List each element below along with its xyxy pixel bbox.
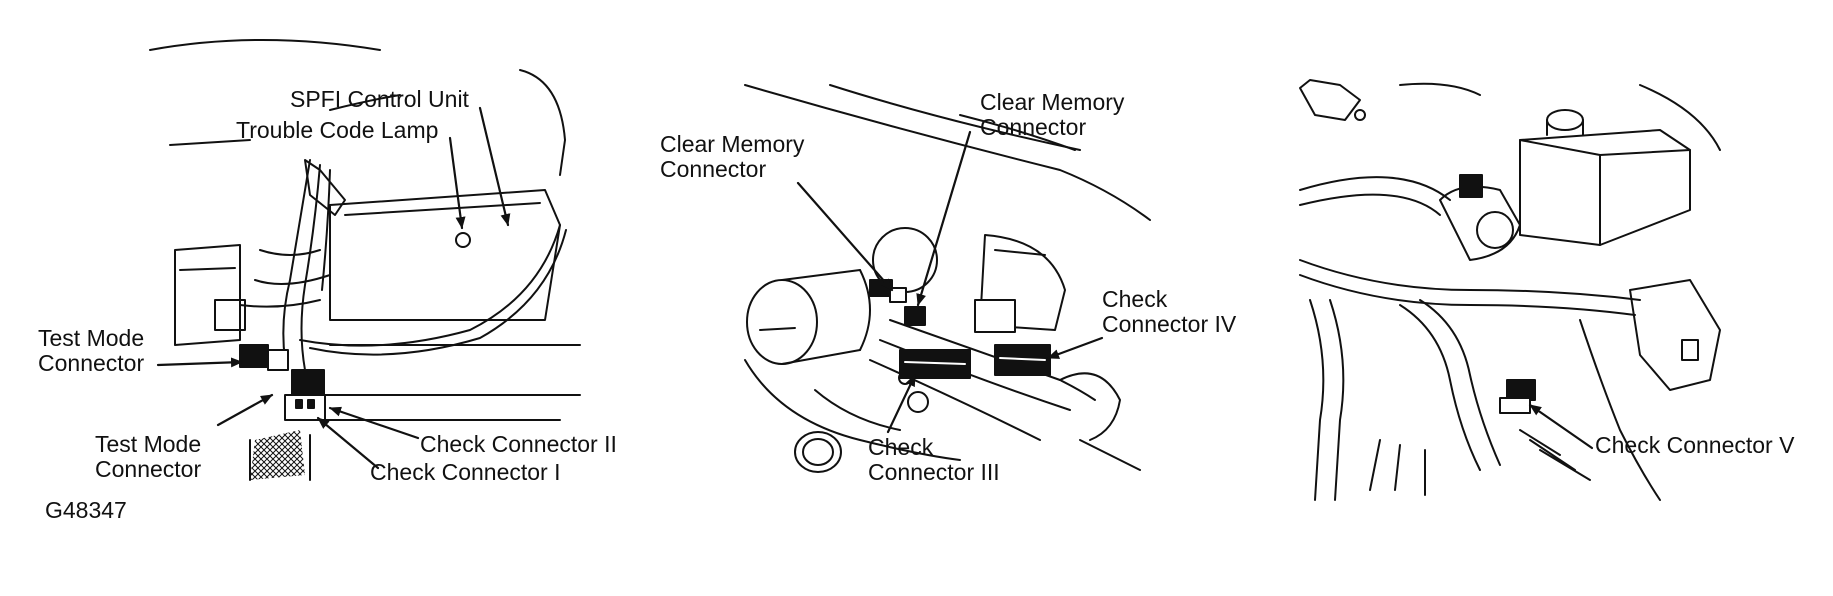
- panel-2-leaders: [796, 130, 1104, 434]
- panel-3-leaders: [1528, 403, 1594, 450]
- label-spfi-control-unit: SPFI Control Unit: [290, 86, 470, 112]
- panel-2-illustration: [744, 84, 1151, 473]
- label-check-connector-v: Check Connector V: [1595, 432, 1795, 458]
- label-clear-memory-connector-left-line2: Connector: [660, 156, 766, 182]
- label-test-mode-connector-upper-line1: Test Mode: [38, 325, 144, 351]
- label-clear-memory-connector-left-line1: Clear Memory: [660, 131, 805, 157]
- panel-1-illustration: [149, 39, 581, 481]
- label-test-mode-connector-lower-line2: Connector: [95, 456, 201, 482]
- label-check-connector-i: Check Connector I: [370, 459, 560, 485]
- label-check-connector-iii-line1: Check: [868, 434, 934, 460]
- label-test-mode-connector-upper-line2: Connector: [38, 350, 144, 376]
- label-trouble-code-lamp: Trouble Code Lamp: [236, 117, 438, 143]
- label-test-mode-connector-lower-line1: Test Mode: [95, 431, 201, 457]
- label-clear-memory-connector-right-line2: Connector: [980, 114, 1086, 140]
- label-check-connector-iv-line2: Connector IV: [1102, 311, 1237, 337]
- panel-1-leaders: [156, 106, 511, 470]
- label-check-connector-iv-line1: Check: [1102, 286, 1168, 312]
- label-clear-memory-connector-right-line1: Clear Memory: [980, 89, 1125, 115]
- label-check-connector-iii-line2: Connector III: [868, 459, 1000, 485]
- label-check-connector-ii: Check Connector II: [420, 431, 617, 457]
- figure-id: G48347: [45, 497, 127, 523]
